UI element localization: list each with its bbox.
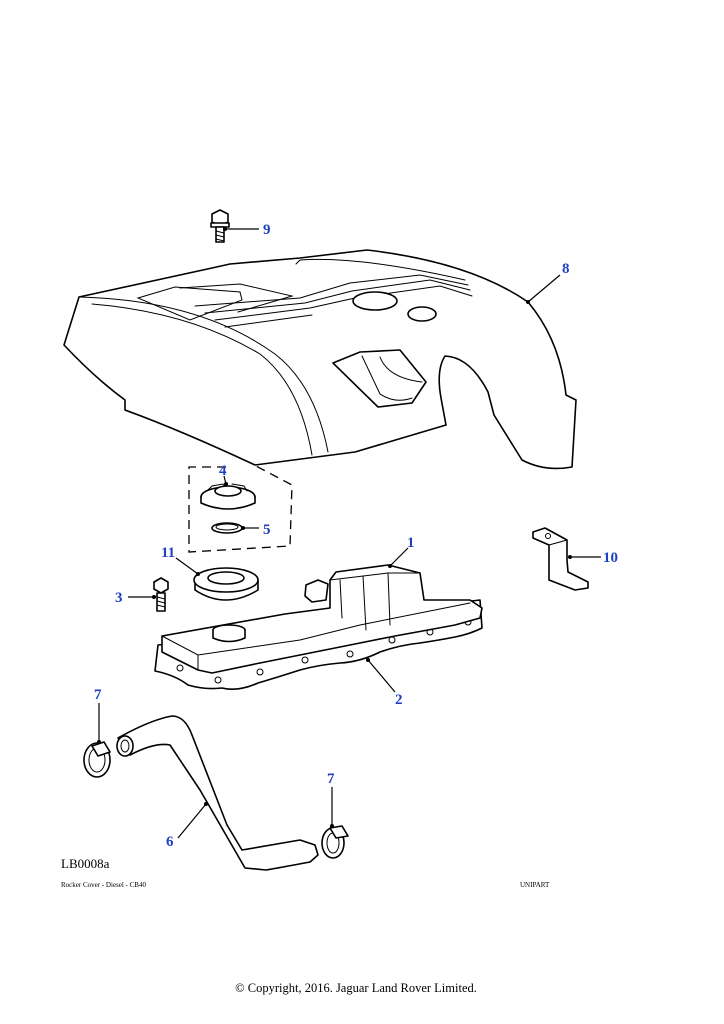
callout-4: 4 bbox=[219, 463, 227, 479]
callout-5: 5 bbox=[263, 522, 271, 538]
copyright-notice: © Copyright, 2016. Jaguar Land Rover Lim… bbox=[235, 981, 477, 995]
callout-1: 1 bbox=[407, 535, 415, 551]
seal-part-5[interactable] bbox=[211, 522, 243, 534]
callout-3: 3 bbox=[115, 590, 123, 606]
bracket-part-10[interactable] bbox=[532, 527, 589, 591]
hose-clip-part-7-upper[interactable] bbox=[83, 741, 111, 778]
engine-cover-part-8[interactable] bbox=[63, 249, 577, 470]
cap-assembly-dashed-outline bbox=[188, 465, 293, 553]
callout-6: 6 bbox=[166, 834, 174, 850]
diagram-caption: Rocker Cover - Diesel - CB40 bbox=[61, 881, 146, 889]
callout-8: 8 bbox=[562, 261, 570, 277]
callout-7-upper: 7 bbox=[94, 687, 102, 703]
callout-2: 2 bbox=[395, 692, 403, 708]
grommet-part-11[interactable] bbox=[193, 567, 259, 601]
filler-cap-part-4[interactable] bbox=[200, 483, 256, 510]
leader-lines bbox=[97, 227, 601, 839]
callout-10: 10 bbox=[603, 550, 618, 566]
hose-clip-part-7-lower[interactable] bbox=[321, 825, 349, 859]
bolt-part-3[interactable] bbox=[153, 577, 169, 612]
callout-9: 9 bbox=[263, 222, 271, 238]
hose-part-6[interactable] bbox=[116, 715, 319, 871]
drawing-code: LB0008a bbox=[61, 856, 110, 871]
callout-11: 11 bbox=[161, 545, 175, 561]
callout-7-lower: 7 bbox=[327, 771, 335, 787]
bolt-part-9[interactable] bbox=[210, 209, 230, 243]
supplier-label: UNIPART bbox=[520, 881, 550, 889]
rocker-cover-part-1[interactable] bbox=[161, 564, 483, 674]
